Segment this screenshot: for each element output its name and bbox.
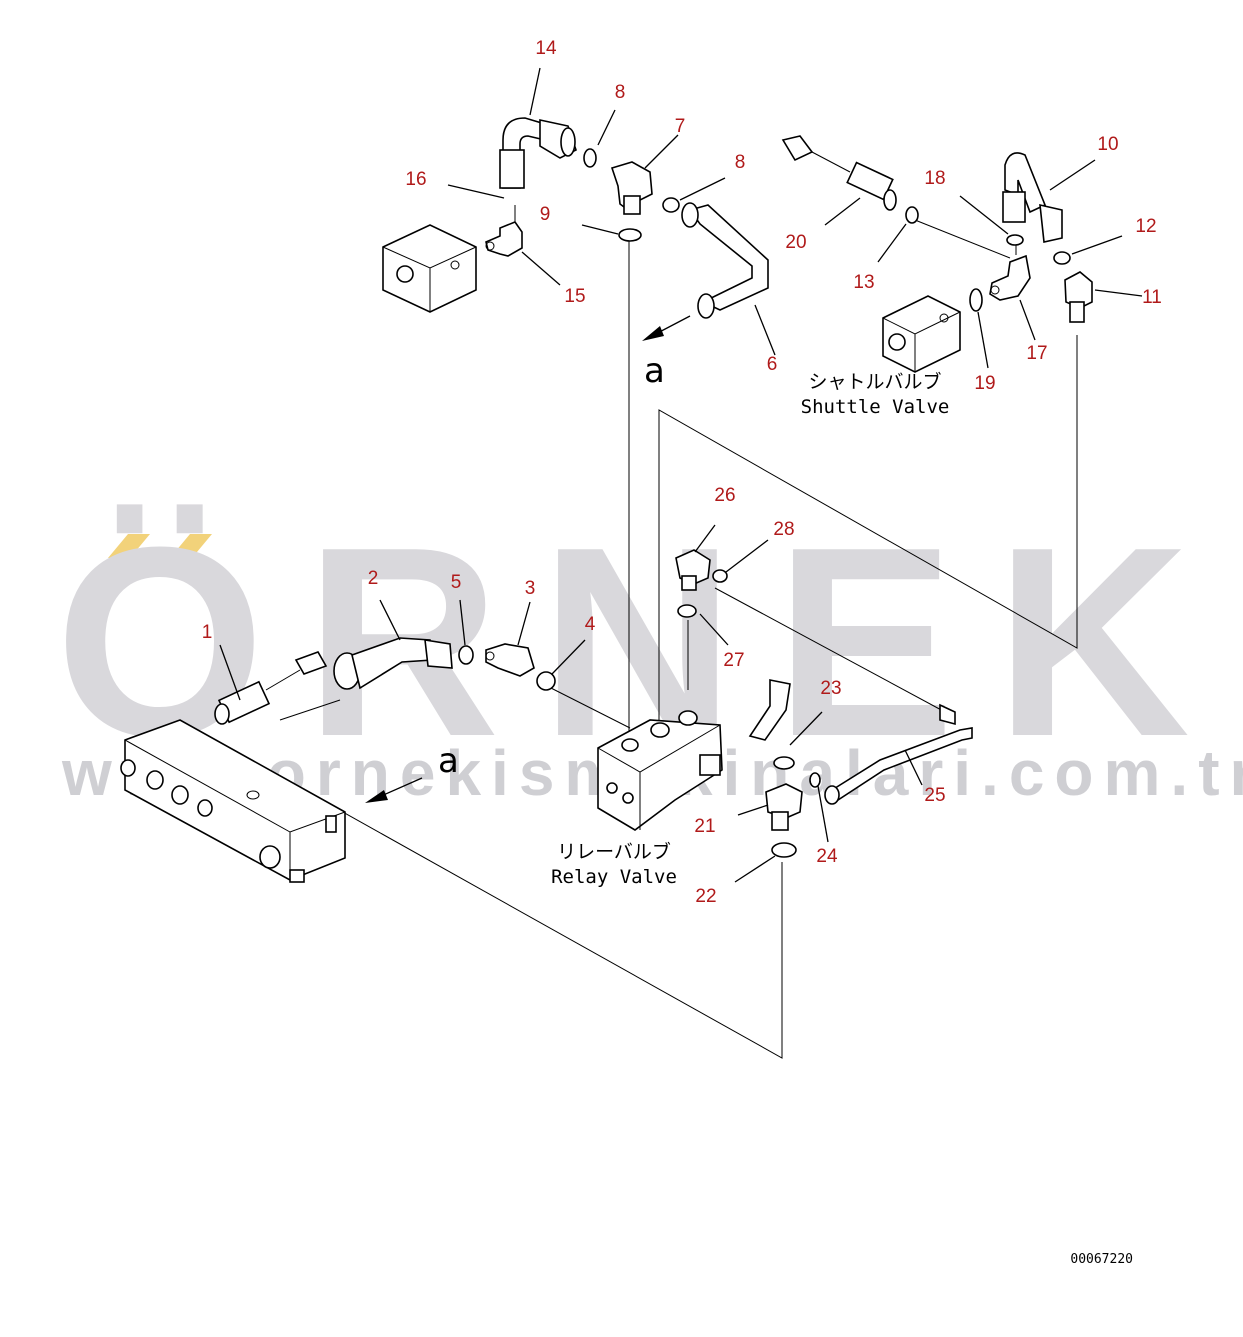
- oring-24: [809, 772, 821, 788]
- leader-lines: [219, 67, 1143, 883]
- watermark-accent-right: [170, 534, 212, 558]
- oring-4: [536, 671, 556, 691]
- callout-8a: 8: [615, 82, 626, 103]
- hose-2: [333, 637, 453, 690]
- oring-8a: [583, 148, 597, 168]
- callout-19: 19: [974, 373, 995, 394]
- callout-5: 5: [451, 572, 462, 593]
- line-relay-to-shuttle: [658, 335, 1078, 725]
- oring-8b: [662, 197, 680, 213]
- tube-6: [681, 202, 769, 319]
- oring-13: [905, 206, 919, 224]
- callout-7: 7: [675, 116, 686, 137]
- hose-stub: [748, 679, 791, 741]
- callout-27: 27: [723, 650, 744, 671]
- callout-11: 11: [1142, 287, 1162, 308]
- line-13-to-17: [909, 217, 1011, 259]
- relay-valve-label-en: Relay Valve: [551, 866, 677, 888]
- callout-21: 21: [694, 816, 715, 837]
- hose-14: [499, 117, 577, 189]
- valve-block-top-left: [382, 224, 477, 313]
- shuttle-valve-label-ja: シャトルバルブ: [808, 370, 941, 393]
- oring-22: [771, 842, 797, 858]
- callouts: 1 2 3 4 5 6 7 8 8 9 10 11 12 13 14 15 16…: [202, 38, 1162, 907]
- section-marker-bottom: a: [438, 741, 459, 781]
- callout-22: 22: [695, 886, 716, 907]
- elbow-fitting-3: [485, 643, 535, 677]
- oring-5: [458, 645, 474, 665]
- callout-27-28: 28: [773, 519, 794, 540]
- line-28-to-25: [714, 587, 946, 713]
- elbow-fitting-15: [485, 221, 523, 257]
- pressure-switch-20: [781, 135, 897, 211]
- callout-6: 6: [767, 354, 778, 375]
- callout-24: 24: [816, 846, 838, 867]
- oring-19: [969, 288, 983, 312]
- callout-8b: 8: [735, 152, 746, 173]
- line-2-to-block: [279, 699, 341, 721]
- callout-1: 1: [202, 622, 213, 643]
- shuttle-valve-label-en: Shuttle Valve: [801, 396, 950, 418]
- relay-valve-label-ja: リレーバルブ: [557, 840, 671, 863]
- elbow-fitting-11: [1064, 271, 1093, 323]
- callout-25: 25: [924, 785, 945, 806]
- callout-18: 18: [924, 168, 945, 189]
- oring-18: [1006, 234, 1024, 246]
- hose-10: [1002, 152, 1063, 243]
- document-number: 00067220: [1070, 1252, 1133, 1267]
- valve-block-shuttle: [882, 295, 961, 373]
- arrow-a-top: [642, 315, 691, 341]
- relay-valve-block: [597, 710, 723, 831]
- elbow-fitting-26: [675, 549, 711, 591]
- callout-17: 17: [1026, 343, 1047, 364]
- line-4-to-relay: [544, 684, 631, 729]
- callout-26: 26: [714, 485, 735, 506]
- callout-2: 2: [368, 568, 379, 589]
- watermark-accent-left: [108, 534, 150, 558]
- callout-20: 20: [785, 232, 806, 253]
- solenoid-1: [214, 651, 328, 725]
- oring-9: [618, 228, 642, 242]
- elbow-fitting-17: [989, 254, 1031, 301]
- elbow-fitting-21: [765, 783, 803, 831]
- callout-4: 4: [585, 614, 596, 635]
- callout-14: 14: [535, 38, 557, 59]
- callout-12: 12: [1135, 216, 1156, 237]
- oring-27: [677, 604, 697, 618]
- solenoid-valve-block: [120, 719, 346, 883]
- callout-3: 3: [525, 578, 536, 599]
- oring-12: [1053, 251, 1071, 265]
- oring-23: [773, 756, 795, 770]
- callout-15: 15: [564, 286, 585, 307]
- callout-16: 16: [405, 169, 426, 190]
- callout-13: 13: [853, 272, 874, 293]
- arrow-a-bottom: [365, 777, 423, 803]
- section-marker-top: a: [644, 351, 665, 391]
- oring-28: [712, 569, 728, 583]
- callout-10: 10: [1097, 134, 1118, 155]
- callout-9: 9: [540, 204, 551, 225]
- elbow-fitting-7: [610, 161, 653, 215]
- callout-23: 23: [820, 678, 841, 699]
- tube-25: [824, 703, 973, 805]
- connection-lines: [249, 205, 1078, 1059]
